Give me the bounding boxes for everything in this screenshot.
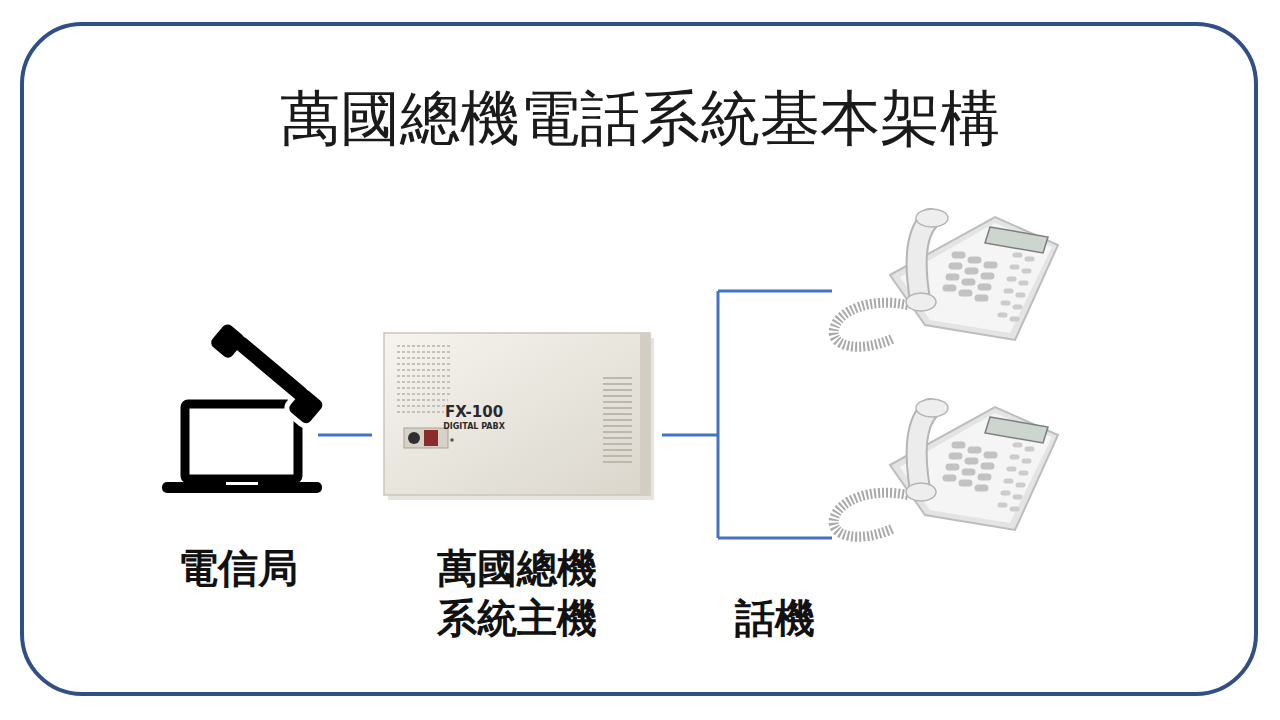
handset-icon-halo (209, 322, 247, 360)
device-model-label: DIGITAL PABX (443, 423, 505, 432)
frame-border (22, 24, 1256, 694)
handset-icon (209, 322, 325, 426)
node-label: 電信局 (178, 543, 298, 593)
handset-icon-earpiece (209, 322, 247, 360)
handset-icon-mouthpiece (287, 388, 325, 426)
label-wrap: FX-100 (0, 0, 58, 17)
laptop-notch (226, 482, 258, 485)
laptop-base (162, 482, 322, 493)
laptop-screen (185, 404, 298, 479)
connector-line (318, 434, 372, 437)
pbx-vent (397, 346, 450, 412)
branch-wire (718, 291, 832, 538)
label-wrap: DIGITAL PABX (0, 0, 62, 9)
title-wrap: 萬國總機電話系統基本架構 (0, 0, 720, 72)
pbx-side (640, 333, 650, 495)
handset-icon-grip (231, 334, 311, 405)
pbx-vent (603, 378, 632, 462)
device-model-label: FX-100 (445, 404, 503, 421)
pbx-switch-panel (404, 428, 448, 448)
connector-line (662, 434, 718, 437)
pbx-power-switch (424, 430, 438, 446)
diagram-title: 萬國總機電話系統基本架構 (280, 82, 1000, 154)
node-label: 萬國總機 系統主機 (397, 543, 637, 643)
handset-icon-halo (231, 334, 311, 405)
pbx-led (450, 438, 454, 442)
pbx-port (408, 432, 420, 444)
device-node: 萬國總機 系統主機 (372, 318, 662, 653)
pbx-case (384, 333, 650, 495)
desk-phone (834, 209, 1058, 347)
device-node: 電信局 (158, 318, 318, 608)
node-label: 話機 (735, 593, 815, 643)
device-node: 話機 (718, 200, 1068, 650)
desk-phone (834, 399, 1058, 537)
